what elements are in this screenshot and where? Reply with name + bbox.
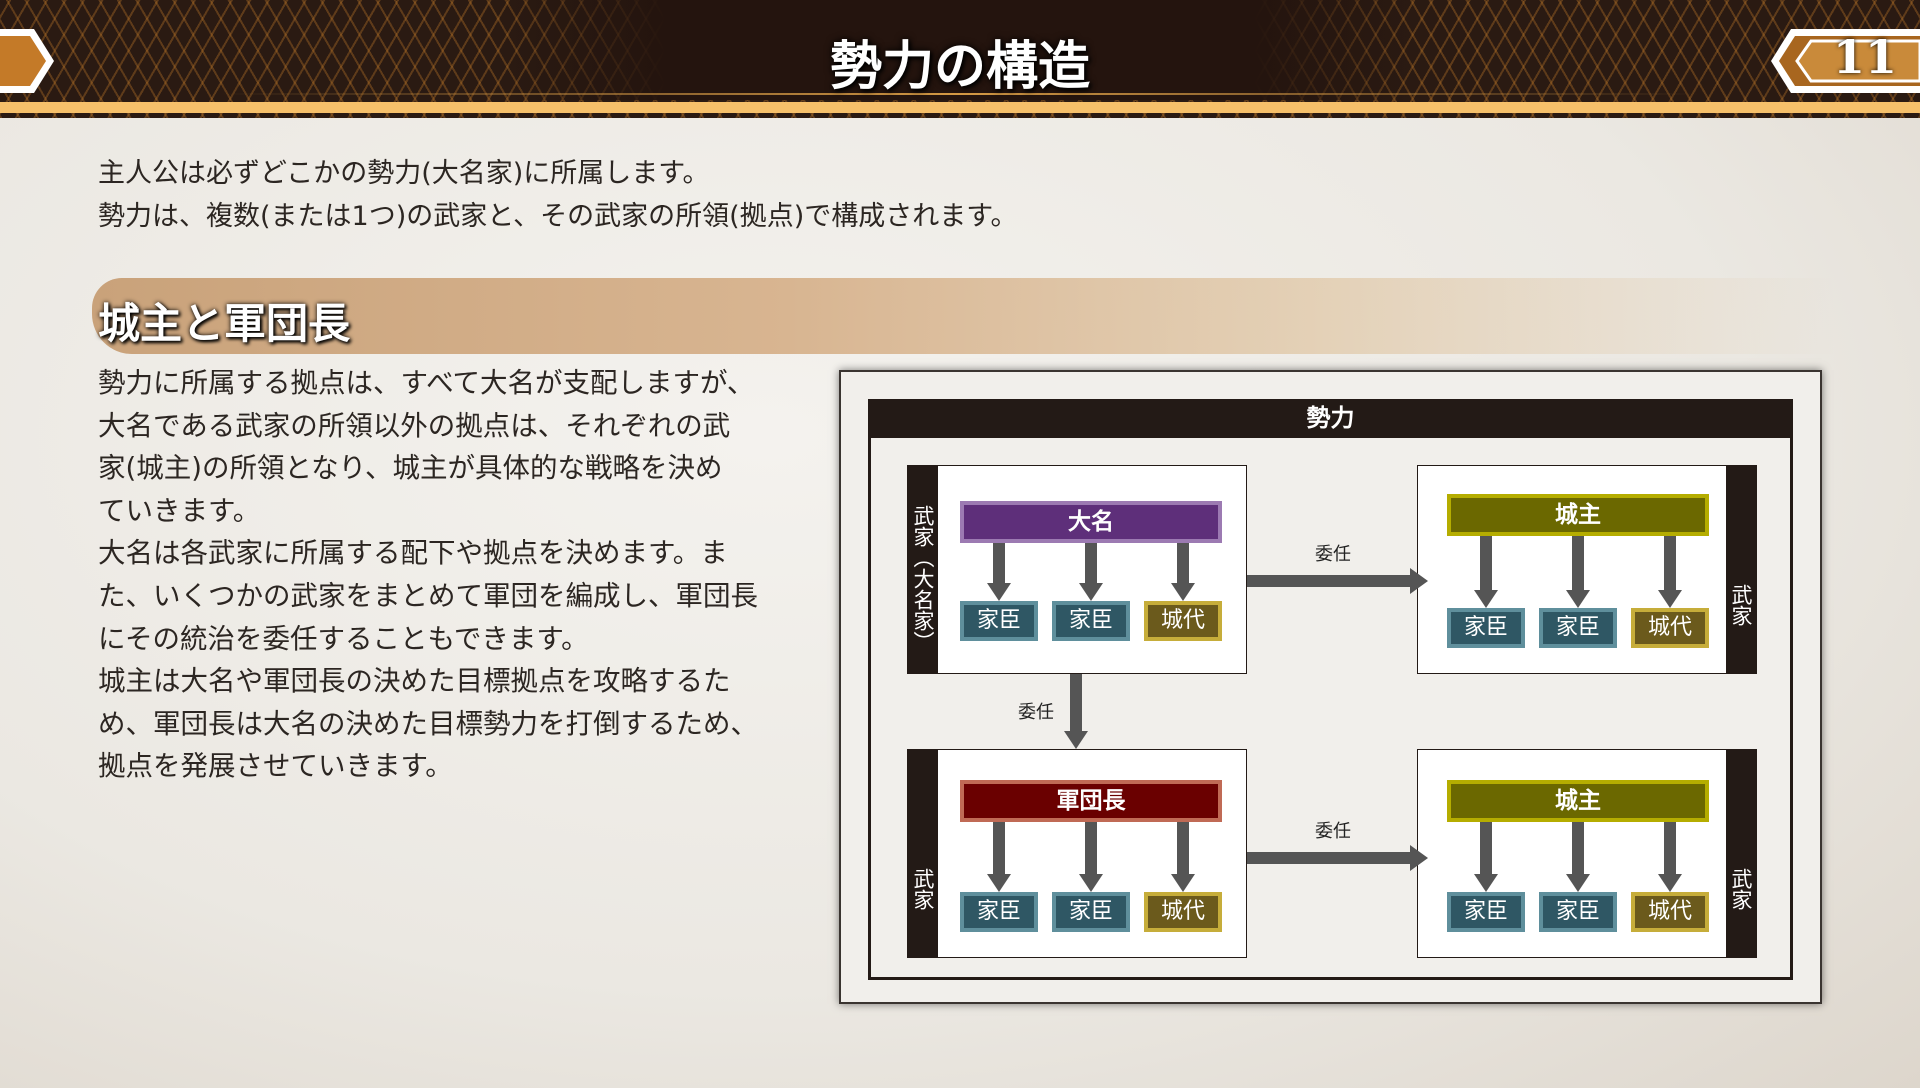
section-heading: 城主と軍団長 xyxy=(98,299,351,348)
delegate-label: 委任 xyxy=(1315,821,1351,842)
retainer-box: 家臣 xyxy=(960,892,1038,932)
paragraph-line: 家(城主)の所領となり、城主が具体的な戦略を決め xyxy=(98,452,723,485)
section-paragraph: 勢力に所属する拠点は、すべて大名が支配しますが、 大名である武家の所領以外の拠点… xyxy=(98,362,758,788)
intro-text: 主人公は必ずどこかの勢力(大名家)に所属します。 勢力は、複数(または1つ)の武… xyxy=(98,152,1018,238)
castle-deputy-box: 城代 xyxy=(1631,608,1709,648)
house-side-label: 武家 xyxy=(1726,466,1756,673)
leader-role: 城主 xyxy=(1447,780,1709,822)
header-bar xyxy=(0,0,1920,118)
down-arrow-icon xyxy=(987,543,1011,601)
down-arrow-icon xyxy=(987,822,1011,892)
house-box: 武家城主家臣家臣城代 xyxy=(1417,465,1757,674)
castle-deputy-box: 城代 xyxy=(1144,892,1222,932)
house-side-label: 武家 xyxy=(908,750,938,957)
down-arrow-icon xyxy=(1566,536,1590,608)
heading-brush-stroke xyxy=(92,278,1835,354)
house-box: 武家（大名家）大名家臣家臣城代 xyxy=(907,465,1247,674)
leader-role: 軍団長 xyxy=(960,780,1222,822)
down-arrow-icon xyxy=(1474,536,1498,608)
paragraph-line: にその統治を委任することもできます。 xyxy=(98,622,589,655)
diagram-title: 勢力 xyxy=(868,399,1793,438)
leader-role: 大名 xyxy=(960,501,1222,543)
down-arrow-icon xyxy=(1566,822,1590,892)
retainer-box: 家臣 xyxy=(1539,892,1617,932)
retainer-box: 家臣 xyxy=(960,601,1038,641)
intro-line: 主人公は必ずどこかの勢力(大名家)に所属します。 xyxy=(98,158,710,189)
page-title: 勢力の構造 xyxy=(829,36,1090,97)
retainer-box: 家臣 xyxy=(1447,608,1525,648)
house-side-label: 武家 xyxy=(1726,750,1756,957)
down-arrow-icon xyxy=(1079,822,1103,892)
down-arrow-icon xyxy=(1171,543,1195,601)
paragraph-line: 大名は各武家に所属する配下や拠点を決めます。ま xyxy=(98,537,728,570)
delegate-arrow-top xyxy=(1247,568,1428,594)
castle-deputy-box: 城代 xyxy=(1631,892,1709,932)
back-chevron-icon[interactable] xyxy=(0,27,56,95)
paragraph-line: め、軍団長は大名の決めた目標勢力を打倒するため、 xyxy=(98,707,758,740)
delegate-label: 委任 xyxy=(1315,544,1351,565)
retainer-box: 家臣 xyxy=(1052,601,1130,641)
down-arrow-icon xyxy=(1079,543,1103,601)
delegate-arrow-down xyxy=(1064,674,1088,749)
retainer-box: 家臣 xyxy=(1539,608,1617,648)
castle-deputy-box: 城代 xyxy=(1144,601,1222,641)
retainer-box: 家臣 xyxy=(1052,892,1130,932)
delegate-label: 委任 xyxy=(1018,702,1054,723)
paragraph-line: 勢力に所属する拠点は、すべて大名が支配しますが、 xyxy=(98,367,755,399)
down-arrow-icon xyxy=(1658,536,1682,608)
house-side-label: 武家（大名家） xyxy=(908,466,938,673)
paragraph-line: 城主は大名や軍団長の決めた目標拠点を攻略するた xyxy=(98,665,731,698)
paragraph-line: た、いくつかの武家をまとめて軍団を編成し、軍団長 xyxy=(98,579,758,612)
delegate-arrow-bottom xyxy=(1247,845,1428,871)
leader-role: 城主 xyxy=(1447,494,1709,536)
paragraph-line: 拠点を発展させていきます。 xyxy=(98,750,453,783)
down-arrow-icon xyxy=(1474,822,1498,892)
paragraph-line: 大名である武家の所領以外の拠点は、それぞれの武 xyxy=(98,409,731,442)
retainer-box: 家臣 xyxy=(1447,892,1525,932)
page-number: 11 xyxy=(1832,30,1897,84)
page-badge-icon xyxy=(1771,29,1920,93)
house-box: 武家軍団長家臣家臣城代 xyxy=(907,749,1247,958)
down-arrow-icon xyxy=(1658,822,1682,892)
down-arrow-icon xyxy=(1171,822,1195,892)
paragraph-line: ていきます。 xyxy=(98,494,261,527)
house-box: 武家城主家臣家臣城代 xyxy=(1417,749,1757,958)
intro-line: 勢力は、複数(または1つ)の武家と、その武家の所領(拠点)で構成されます。 xyxy=(98,201,1018,232)
